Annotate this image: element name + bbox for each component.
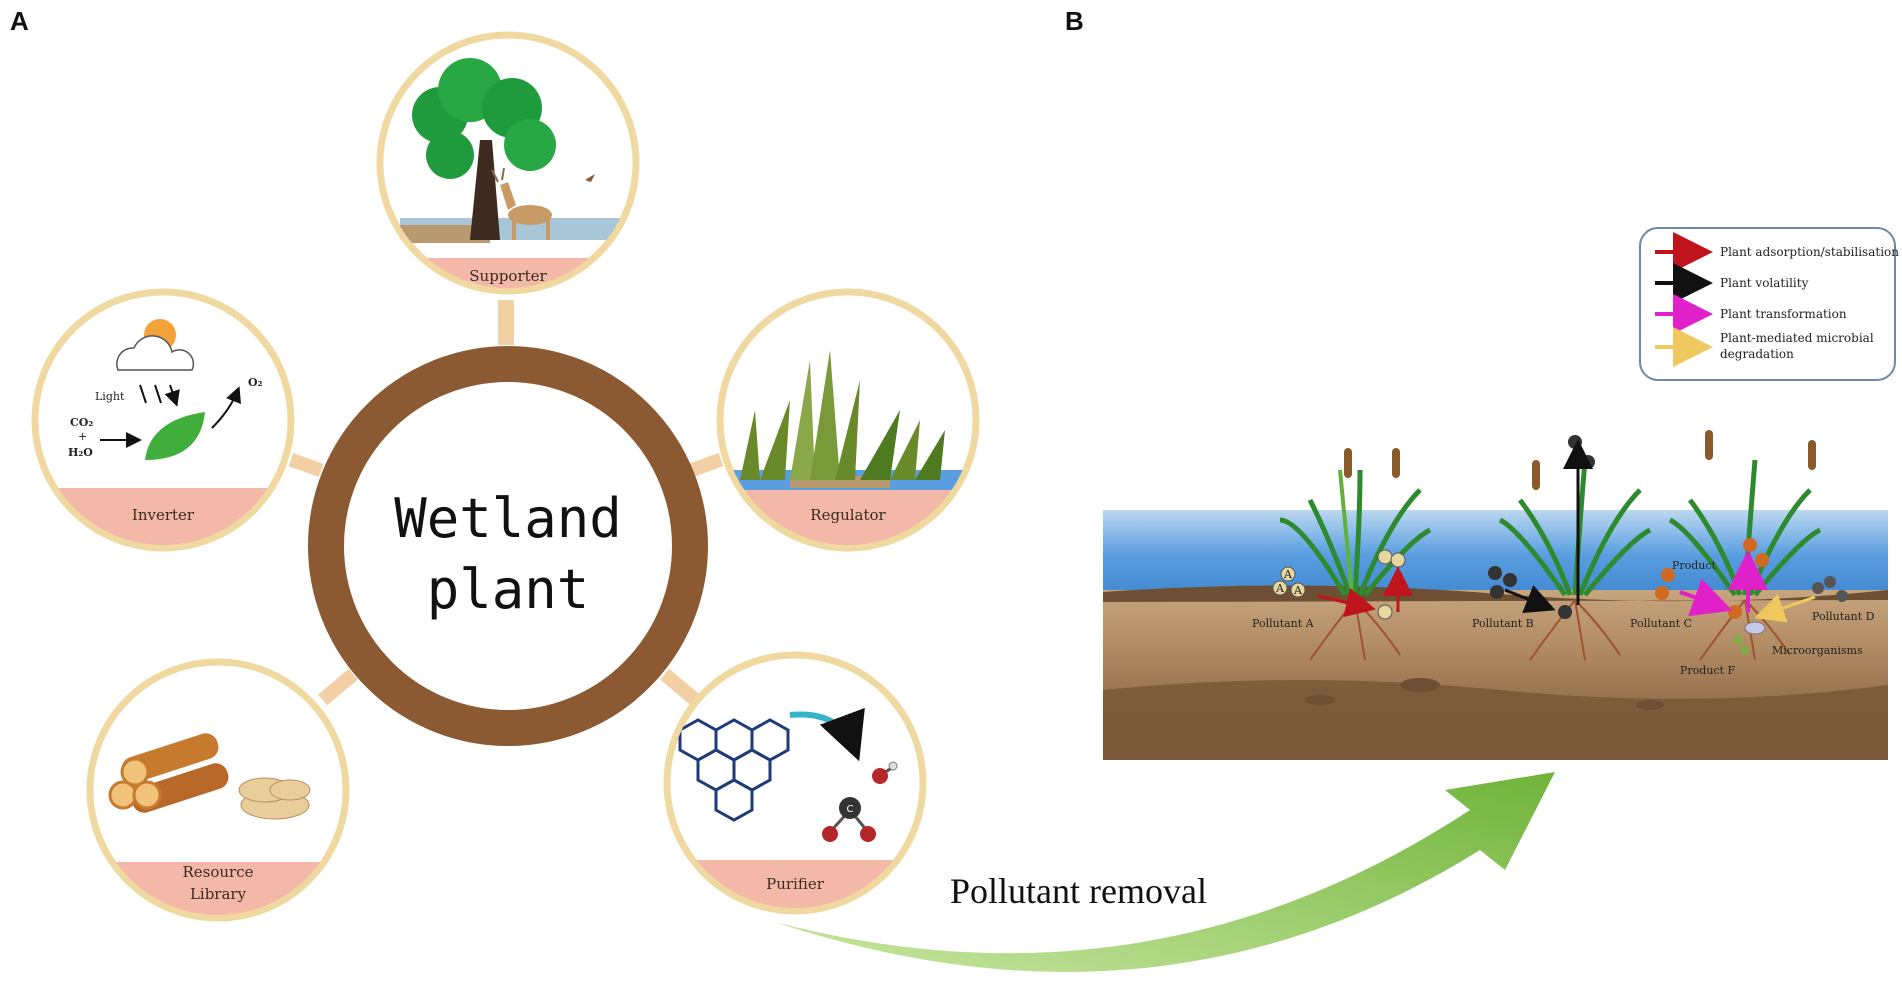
svg-text:degradation: degradation	[1720, 347, 1794, 361]
connectors	[288, 300, 724, 706]
role-label-purifier: Purifier	[766, 875, 825, 893]
sun-cloud-icon	[116, 319, 195, 371]
role-purifier: C Purifier	[663, 651, 927, 915]
role-resource-library: Resource Library	[86, 658, 350, 922]
pollutant-removal-label: Pollutant removal	[950, 871, 1207, 911]
role-label-inverter: Inverter	[132, 506, 195, 524]
particle-a-2: A	[1275, 582, 1285, 595]
label-microorganisms: Microorganisms	[1772, 644, 1863, 657]
light-label: Light	[95, 390, 125, 403]
graphene-icon	[678, 718, 790, 822]
label-pollutant-a: Pollutant A	[1252, 617, 1315, 630]
legend-item-4: Plant-mediated microbial degradation	[1655, 327, 1874, 367]
plant-2	[1498, 459, 1652, 661]
connector-purifier	[660, 668, 700, 706]
h2o-label: H₂O	[68, 446, 93, 459]
label-pollutant-b: Pollutant B	[1472, 617, 1534, 630]
molecule-letter: C	[847, 804, 854, 815]
role-label-resource-line2: Library	[190, 885, 247, 903]
wetland-cross-section: A A A Pollutant A Pollutant B	[1103, 430, 1888, 760]
pollutant-b-group: Pollutant B	[1472, 435, 1595, 630]
center-title-line2: plant	[427, 558, 590, 621]
pollutant-c-group: Product Pollutant C	[1630, 538, 1769, 630]
grass-icon	[740, 350, 945, 480]
center-ring	[308, 346, 708, 746]
center-title-line1: Wetland	[394, 487, 622, 550]
pollutant-d-group: Pollutant D Microorganisms Product F	[1680, 576, 1875, 677]
plant-1	[1279, 448, 1432, 661]
bird-icon	[585, 174, 595, 182]
role-label-regulator: Regulator	[810, 506, 886, 524]
role-inverter: Light CO₂ + H₂O O₂ Inverter	[31, 288, 295, 552]
plus-label: +	[78, 430, 87, 443]
logs-icon	[108, 733, 229, 813]
connector-regulator	[688, 452, 724, 478]
svg-text:Plant volatility: Plant volatility	[1720, 276, 1809, 290]
transform-arrow-icon	[789, 707, 865, 762]
center-hub: Wetland plant	[308, 346, 708, 746]
co2-label: CO₂	[70, 416, 93, 429]
pollutant-removal-arrow: Pollutant removal	[775, 772, 1555, 972]
deer-icon	[491, 167, 552, 240]
connector-supporter	[498, 300, 514, 345]
leaf-icon	[145, 412, 205, 460]
label-product: Product	[1672, 559, 1717, 572]
label-pollutant-c: Pollutant C	[1630, 617, 1692, 630]
o2-label: O₂	[248, 376, 263, 389]
legend-item-2: Plant volatility	[1655, 263, 1809, 303]
panel-letter-a: A	[10, 6, 29, 36]
tree-icon	[412, 58, 556, 240]
legend: Plant adsorption/stabilisation Plant vol…	[1639, 227, 1899, 381]
wood-chips-icon	[238, 777, 311, 820]
molecule-icon: C	[822, 761, 898, 842]
connector-inverter	[288, 452, 324, 478]
label-pollutant-d: Pollutant D	[1812, 610, 1875, 623]
panel-letter-b: B	[1065, 6, 1084, 36]
legend-item-3: Plant transformation	[1655, 294, 1847, 334]
particle-a-3: A	[1293, 584, 1303, 597]
pollutant-a-group: A A A Pollutant A	[1252, 549, 1413, 630]
role-label-supporter: Supporter	[469, 267, 547, 285]
label-product-f: Product F	[1680, 664, 1735, 677]
role-label-resource-line1: Resource	[182, 863, 253, 881]
role-regulator: Regulator	[716, 288, 980, 552]
connector-resource	[318, 668, 358, 706]
legend-item-1: Plant adsorption/stabilisation	[1655, 232, 1899, 272]
svg-text:Plant adsorption/stabilisation: Plant adsorption/stabilisation	[1720, 245, 1899, 259]
svg-text:Plant transformation: Plant transformation	[1720, 307, 1847, 321]
plant-3	[1668, 430, 1822, 661]
svg-text:Plant-mediated microbial: Plant-mediated microbial	[1720, 331, 1874, 345]
role-supporter: Supporter	[376, 31, 640, 295]
particle-a-1: A	[1283, 568, 1293, 581]
